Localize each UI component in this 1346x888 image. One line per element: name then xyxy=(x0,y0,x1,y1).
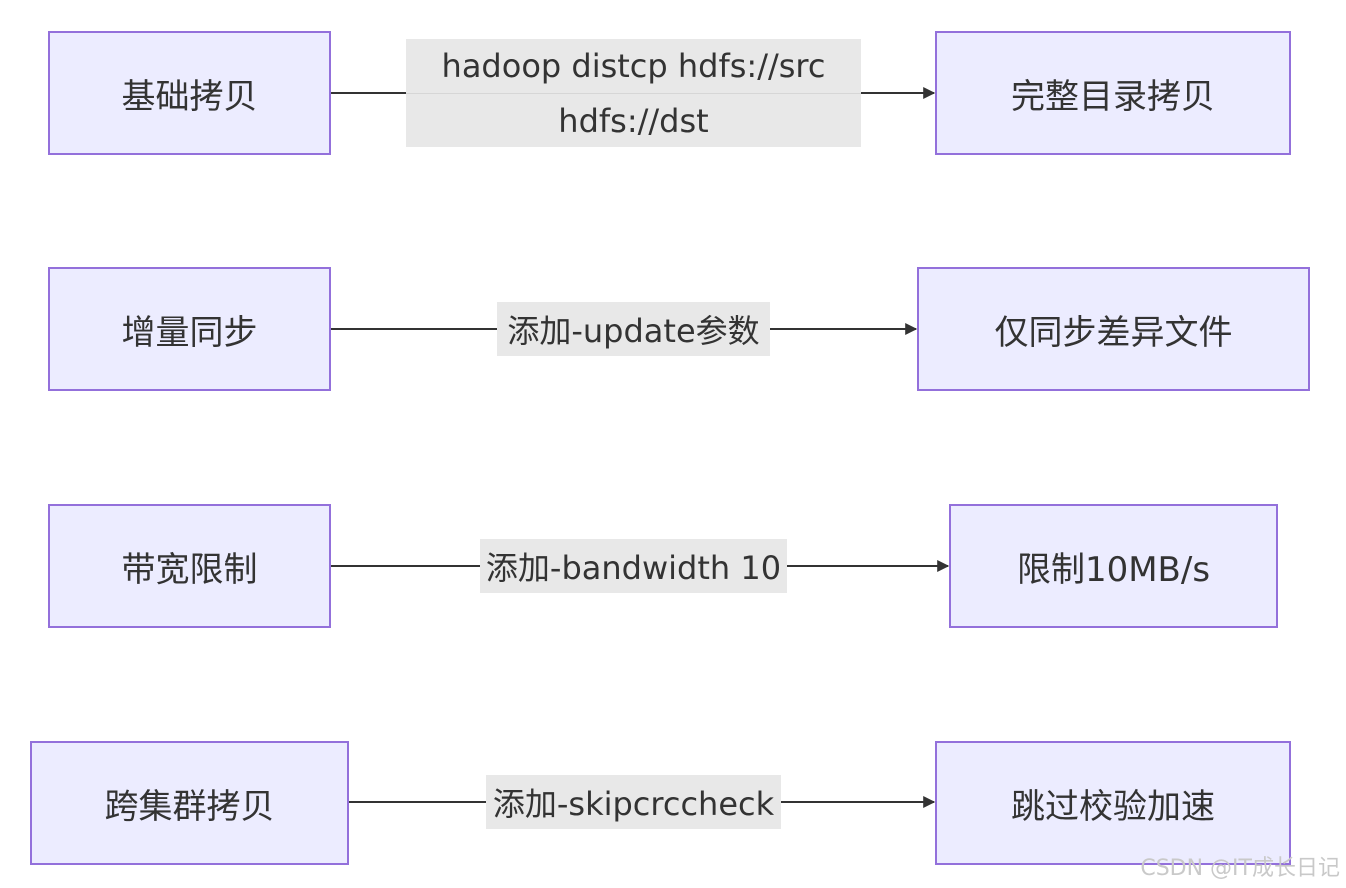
node-limit-10mb-text: 限制10MB/s xyxy=(1016,549,1211,590)
edge-label-basic-copy-line2: hdfs://dst xyxy=(406,92,861,148)
node-basic-copy: 基础拷贝 xyxy=(48,31,331,155)
node-full-dir-copy: 完整目录拷贝 xyxy=(935,31,1291,155)
node-skip-check-speedup: 跳过校验加速 xyxy=(935,741,1291,865)
edge-label-bandwidth-limit: 添加-bandwidth 10 xyxy=(480,539,787,593)
node-diff-files-only-text: 仅同步差异文件 xyxy=(994,312,1233,353)
node-bandwidth-limit: 带宽限制 xyxy=(48,504,331,628)
node-incremental-sync-text: 增量同步 xyxy=(121,312,258,353)
edge-label-incremental-sync: 添加-update参数 xyxy=(497,302,770,356)
node-incremental-sync: 增量同步 xyxy=(48,267,331,391)
node-cross-cluster-copy-text: 跨集群拷贝 xyxy=(104,786,275,827)
node-limit-10mb: 限制10MB/s xyxy=(949,504,1278,628)
edge-label-cross-cluster: 添加-skipcrccheck xyxy=(486,775,781,829)
node-cross-cluster-copy: 跨集群拷贝 xyxy=(30,741,349,865)
node-skip-check-speedup-text: 跳过校验加速 xyxy=(1011,786,1215,827)
watermark: CSDN @IT成长日记 xyxy=(1140,856,1340,881)
node-bandwidth-limit-text: 带宽限制 xyxy=(121,549,258,590)
node-basic-copy-text: 基础拷贝 xyxy=(121,76,258,117)
node-full-dir-copy-text: 完整目录拷贝 xyxy=(1011,76,1215,117)
edge-label-bandwidth-limit-text: 添加-bandwidth 10 xyxy=(485,549,782,587)
edge-label-basic-copy: hadoop distcp hdfs://src hdfs://dst xyxy=(406,39,861,147)
node-diff-files-only: 仅同步差异文件 xyxy=(917,267,1310,391)
edge-label-cross-cluster-text: 添加-skipcrccheck xyxy=(492,785,775,823)
edge-label-basic-copy-line1: hadoop distcp hdfs://src xyxy=(441,46,826,85)
edge-label-incremental-sync-text: 添加-update参数 xyxy=(507,312,760,350)
